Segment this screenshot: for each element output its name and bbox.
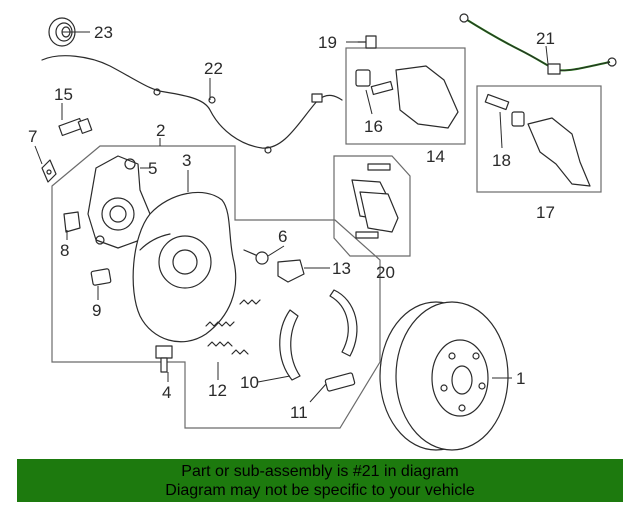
callout-23: 23 — [94, 23, 113, 42]
part-17-bracket — [527, 117, 591, 187]
part-20-pads — [351, 163, 399, 239]
brake-pad-panel — [333, 155, 411, 257]
callout-14: 14 — [426, 147, 445, 166]
callout-5: 5 — [148, 159, 157, 178]
part-21-sensor — [459, 13, 617, 75]
callout-16: 16 — [364, 117, 383, 136]
part-10-shoes — [279, 289, 358, 381]
callout-8: 8 — [60, 241, 69, 260]
footer-banner: Part or sub-assembly is #21 in diagram D… — [17, 459, 623, 502]
footer-line-2: Diagram may not be specific to your vehi… — [165, 482, 475, 499]
caliper-panel — [345, 47, 466, 145]
part-22-sensor-cable — [41, 55, 343, 149]
part-12-springs — [205, 299, 261, 355]
callout-18: 18 — [492, 151, 511, 170]
callout-17: 17 — [536, 203, 555, 222]
part-16-pins — [355, 69, 394, 96]
callout-7: 7 — [28, 127, 37, 146]
part-7-clip — [41, 159, 57, 183]
callout-2: 2 — [156, 121, 165, 140]
part-19-bolt — [357, 35, 377, 49]
callout-11: 11 — [290, 403, 308, 422]
callout-15: 15 — [54, 85, 73, 104]
part-8-bracket — [63, 211, 81, 233]
part-18-pins — [484, 93, 525, 127]
callout-22: 22 — [204, 59, 223, 78]
callout-19: 19 — [318, 33, 337, 52]
callout-4: 4 — [162, 383, 171, 402]
bracket-panel — [476, 85, 602, 193]
callout-12: 12 — [208, 381, 227, 400]
callout-13: 13 — [332, 259, 351, 278]
part-4-bolt — [155, 345, 173, 373]
part-1-rotor — [379, 301, 509, 451]
part-15-bolt — [58, 117, 93, 137]
part-3-backing-plate — [132, 191, 237, 343]
callout-3: 3 — [182, 151, 191, 170]
callout-6: 6 — [278, 227, 287, 246]
callout-1: 1 — [516, 369, 525, 388]
part-6-bolt — [243, 249, 269, 265]
part-11-adjuster — [324, 372, 356, 392]
part-9-insert — [90, 268, 112, 286]
part-14-caliper — [395, 65, 459, 129]
callout-10: 10 — [240, 373, 259, 392]
part-13-lever — [277, 259, 305, 283]
callout-9: 9 — [92, 301, 101, 320]
footer-line-1: Part or sub-assembly is #21 in diagram — [181, 463, 459, 480]
callout-21: 21 — [536, 29, 555, 48]
callout-20: 20 — [376, 263, 395, 282]
parts-diagram: 1 2 3 4 5 6 7 8 9 10 11 12 13 14 15 16 1… — [28, 13, 617, 451]
